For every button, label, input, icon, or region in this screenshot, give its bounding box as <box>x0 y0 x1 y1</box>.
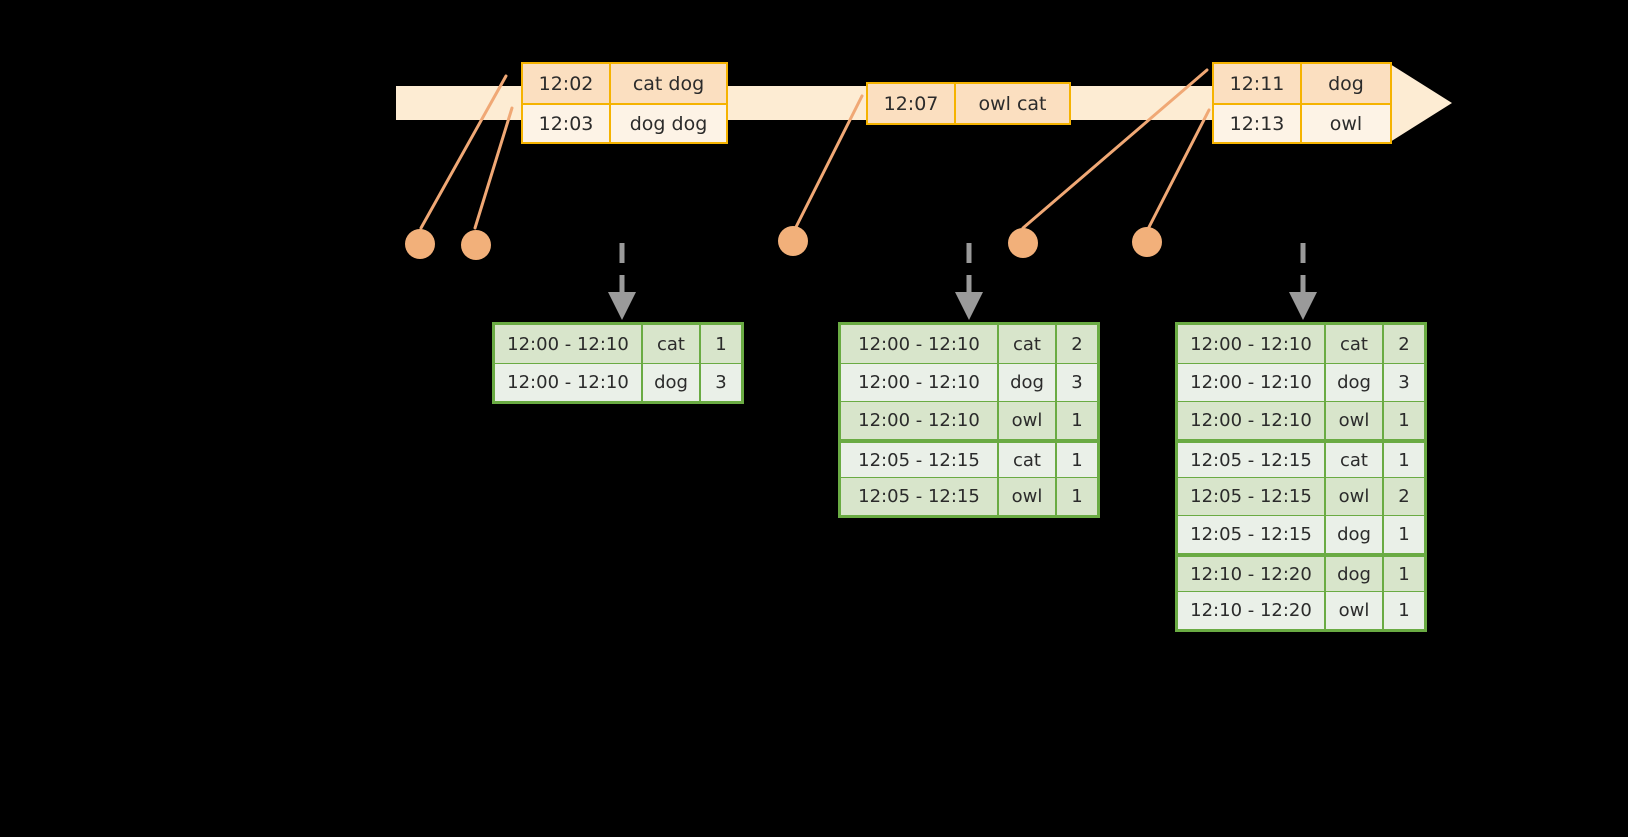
cell-key: cat <box>643 325 701 363</box>
table-row: 12:00 - 12:10 dog 3 <box>841 363 1097 401</box>
cell-count: 2 <box>1398 333 1410 355</box>
event-time: 12:07 <box>868 84 956 123</box>
table-row: 12:00 - 12:10 cat 2 <box>841 325 1097 363</box>
cell-window: 12:05 - 12:15 <box>1178 516 1326 553</box>
cell-window: 12:00 - 12:10 <box>495 325 643 363</box>
connector-line-2 <box>473 106 514 230</box>
event-row: 12:03 dog dog <box>523 103 726 142</box>
result-table-1[interactable]: 12:00 - 12:10 cat 1 12:00 - 12:10 dog 3 <box>492 322 744 404</box>
cell-count: 1 <box>1398 449 1410 471</box>
table-row: 12:00 - 12:10 dog 3 <box>1178 363 1424 401</box>
result-table-3[interactable]: 12:00 - 12:10 cat 2 12:00 - 12:10 dog 3 … <box>1175 322 1427 632</box>
emit-arrow-head-2 <box>955 292 983 320</box>
event-row: 12:13 owl <box>1214 103 1390 142</box>
cell-count: 1 <box>715 333 727 355</box>
table-row: 12:10 - 12:20 owl 1 <box>1178 591 1424 629</box>
cell-key: owl <box>999 402 1057 439</box>
cell-count: 2 <box>1398 486 1410 507</box>
event-row: 12:02 cat dog <box>523 64 726 103</box>
event-text: dog <box>1328 72 1364 95</box>
emit-arrow-head-1 <box>608 292 636 320</box>
cell-window: 12:00 - 12:10 <box>841 364 999 401</box>
cell-window: 12:00 - 12:10 <box>841 402 999 439</box>
result-table-2[interactable]: 12:00 - 12:10 cat 2 12:00 - 12:10 dog 3 … <box>838 322 1100 518</box>
cell-window: 12:05 - 12:15 <box>841 443 999 477</box>
cell-key: dog <box>1326 557 1384 591</box>
trigger-dot-5 <box>1132 227 1162 257</box>
cell-key: dog <box>643 364 701 401</box>
table-row: 12:00 - 12:10 cat 1 <box>495 325 741 363</box>
event-text: owl cat <box>978 92 1047 115</box>
cell-window: 12:00 - 12:10 <box>495 364 643 401</box>
table-row: 12:05 - 12:15 owl 1 <box>841 477 1097 515</box>
event-box-2[interactable]: 12:07 owl cat <box>866 82 1071 125</box>
event-time: 12:03 <box>523 105 611 142</box>
event-time: 12:11 <box>1214 64 1302 103</box>
table-row: 12:00 - 12:10 cat 2 <box>1178 325 1424 363</box>
cell-window: 12:05 - 12:15 <box>1178 443 1326 477</box>
connector-line-1 <box>419 74 508 230</box>
cell-key: dog <box>1326 364 1384 401</box>
cell-key: cat <box>999 325 1057 363</box>
cell-key: cat <box>999 443 1057 477</box>
cell-key: owl <box>1326 402 1384 439</box>
cell-window: 12:10 - 12:20 <box>1178 557 1326 591</box>
cell-count: 1 <box>1071 449 1083 471</box>
event-text: cat dog <box>632 72 705 95</box>
event-row: 12:07 owl cat <box>868 84 1069 123</box>
cell-count: 1 <box>1071 410 1083 431</box>
event-text: owl <box>1329 112 1363 135</box>
cell-window: 12:00 - 12:10 <box>841 325 999 363</box>
event-row: 12:11 dog <box>1214 64 1390 103</box>
cell-key: owl <box>999 478 1057 515</box>
cell-window: 12:00 - 12:10 <box>1178 402 1326 439</box>
cell-window: 12:05 - 12:15 <box>1178 478 1326 515</box>
cell-count: 1 <box>1398 410 1410 431</box>
connector-line-5 <box>1145 108 1211 233</box>
cell-count: 1 <box>1398 563 1410 585</box>
table-row: 12:10 - 12:20 dog 1 <box>1178 553 1424 591</box>
cell-key: dog <box>1326 516 1384 553</box>
cell-key: cat <box>1326 443 1384 477</box>
cell-count: 3 <box>1398 372 1410 393</box>
cell-count: 1 <box>1398 524 1410 545</box>
event-time: 12:02 <box>523 64 611 103</box>
cell-count: 3 <box>715 372 727 393</box>
table-row: 12:00 - 12:10 dog 3 <box>495 363 741 401</box>
emit-arrow-head-3 <box>1289 292 1317 320</box>
cell-window: 12:00 - 12:10 <box>1178 325 1326 363</box>
trigger-dot-2 <box>461 230 491 260</box>
table-row: 12:00 - 12:10 owl 1 <box>841 401 1097 439</box>
cell-count: 2 <box>1071 333 1083 355</box>
cell-key: owl <box>1326 592 1384 629</box>
trigger-dot-1 <box>405 229 435 259</box>
cell-key: owl <box>1326 478 1384 515</box>
cell-count: 1 <box>1071 486 1083 507</box>
cell-window: 12:10 - 12:20 <box>1178 592 1326 629</box>
table-row: 12:00 - 12:10 owl 1 <box>1178 401 1424 439</box>
cell-window: 12:05 - 12:15 <box>841 478 999 515</box>
event-time: 12:13 <box>1214 105 1302 142</box>
table-row: 12:05 - 12:15 cat 1 <box>841 439 1097 477</box>
cell-key: dog <box>999 364 1057 401</box>
event-text: dog dog <box>629 112 708 135</box>
table-row: 12:05 - 12:15 dog 1 <box>1178 515 1424 553</box>
trigger-dot-3 <box>778 226 808 256</box>
cell-window: 12:00 - 12:10 <box>1178 364 1326 401</box>
cell-key: cat <box>1326 325 1384 363</box>
event-box-1[interactable]: 12:02 cat dog 12:03 dog dog <box>521 62 728 144</box>
trigger-dot-4 <box>1008 228 1038 258</box>
cell-count: 3 <box>1071 372 1083 393</box>
emit-arrows <box>608 243 1317 320</box>
event-box-3[interactable]: 12:11 dog 12:13 owl <box>1212 62 1392 144</box>
trigger-dots <box>405 226 1162 260</box>
table-row: 12:05 - 12:15 cat 1 <box>1178 439 1424 477</box>
connector-line-3 <box>791 94 864 235</box>
table-row: 12:05 - 12:15 owl 2 <box>1178 477 1424 515</box>
cell-count: 1 <box>1398 600 1410 621</box>
